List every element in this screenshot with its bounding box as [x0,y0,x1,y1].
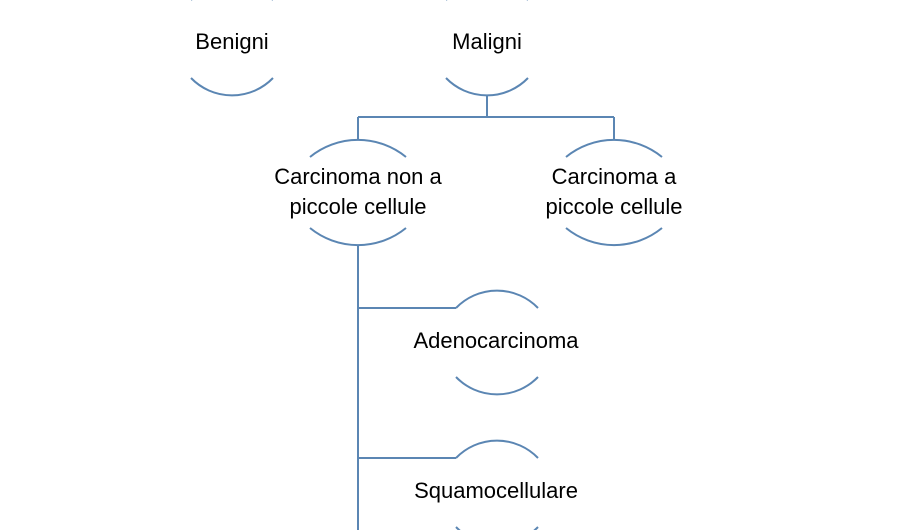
node-sclc-line1: Carcinoma a [551,164,677,189]
node-squamocellulare: Squamocellulare [414,478,578,503]
node-sclc-line2: piccole cellule [545,194,683,219]
connector-maligni-children [357,96,615,140]
node-squamo-top-arc [455,439,539,459]
node-nsclc-bottom-arc [309,227,407,246]
connector-nsclc-children [357,245,456,530]
node-benigni: Benigni [195,29,269,54]
node-maligni: Maligni [452,29,522,54]
node-nsclc-line2: piccole cellule [289,194,427,219]
node-benigni-bottom-arc [190,77,274,97]
node-sclc-bottom-arc [565,227,663,246]
node-adeno-top-arc [455,289,539,309]
node-nsclc-top-arc [309,139,407,158]
node-nsclc: Carcinoma non a piccole cellule [274,162,442,222]
node-adeno-bottom-arc [455,376,539,396]
node-maligni-bottom-arc [445,77,529,97]
node-sclc: Carcinoma a piccole cellule [546,162,683,222]
node-sclc-top-arc [565,139,663,158]
node-nsclc-line1: Carcinoma non a [274,164,442,189]
node-adenocarcinoma: Adenocarcinoma [413,328,579,353]
